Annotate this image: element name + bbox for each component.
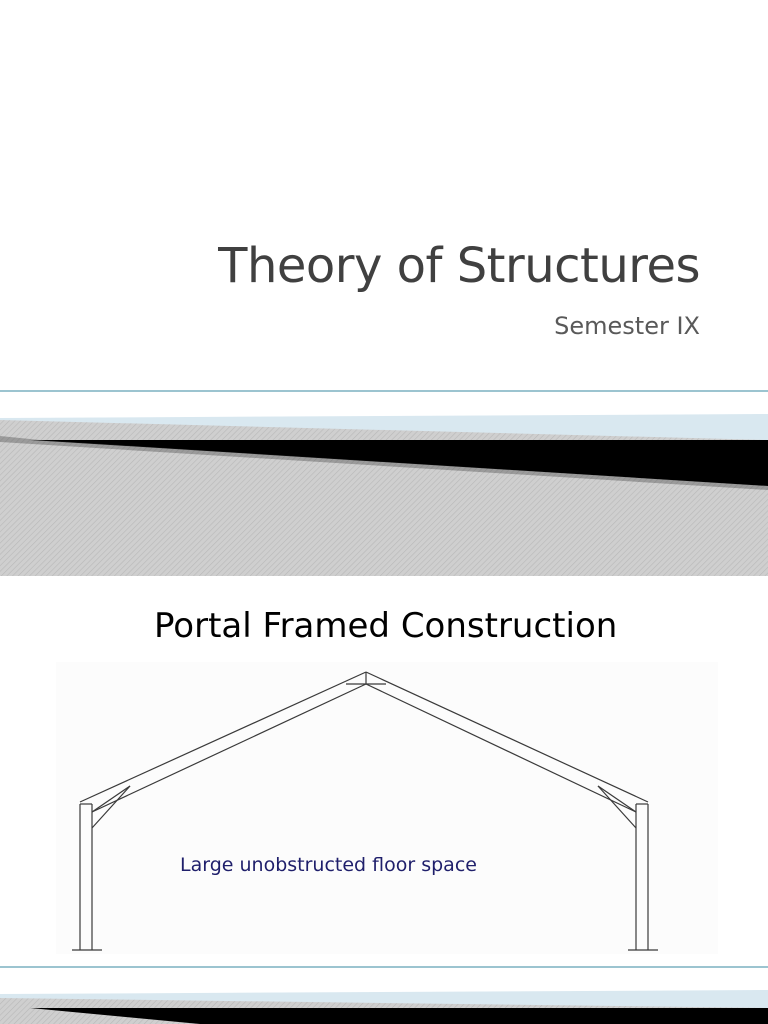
diagram-caption: Large unobstructed floor space — [180, 854, 477, 876]
portal-frame-diagram: Large unobstructed floor space — [56, 662, 718, 954]
portal-frame-drawing — [72, 671, 658, 951]
content-slide: Portal Framed Construction — [0, 576, 768, 1024]
slide-title: Theory of Structures — [218, 238, 700, 294]
decorative-band — [0, 390, 768, 576]
slide-heading: Portal Framed Construction — [154, 606, 618, 646]
decorative-band-bottom — [0, 966, 768, 1024]
title-slide: Theory of Structures Semester IX — [0, 238, 768, 576]
slide-subtitle: Semester IX — [554, 312, 700, 340]
